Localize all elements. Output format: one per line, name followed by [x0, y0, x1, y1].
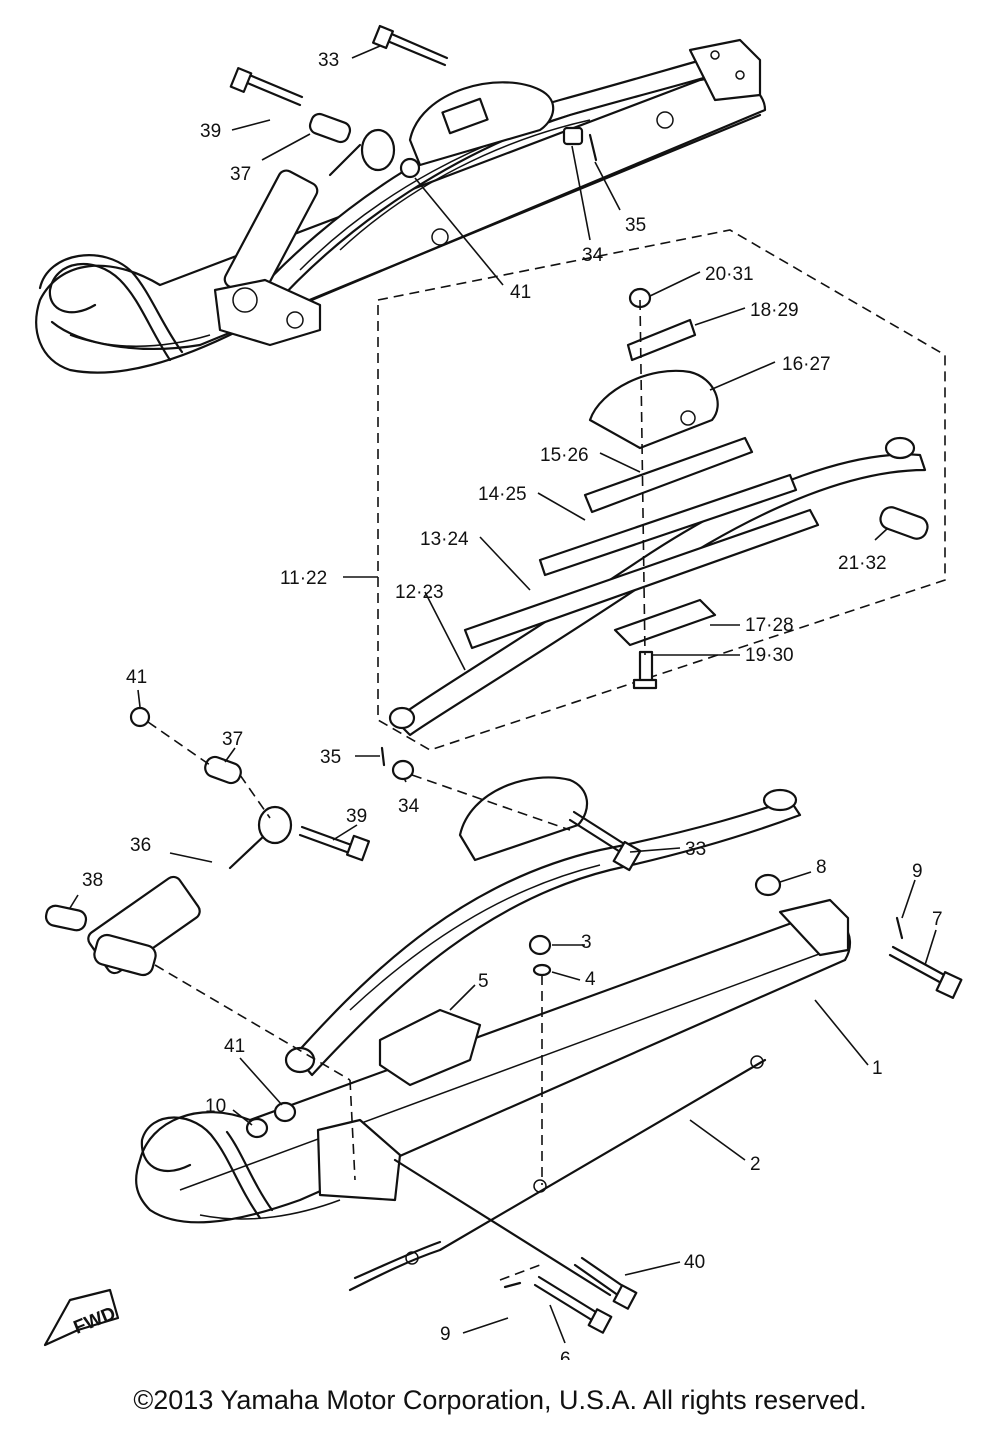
- callout-18-29: 18·29: [750, 300, 799, 321]
- callout-labels: 33 39 37 41 34 35 20·31 18·29 16·27 15·2…: [82, 50, 943, 1360]
- fwd-arrow-icon: FWD: [43, 1288, 120, 1347]
- callout-36: 36: [130, 835, 151, 856]
- callout-21-32: 21·32: [838, 553, 887, 574]
- callout-5: 5: [478, 971, 489, 992]
- callout-33-bottom: 33: [685, 839, 706, 860]
- top-ski-assembly: [35, 24, 767, 374]
- leaf-spring-group: [377, 229, 946, 751]
- callout-2: 2: [750, 1154, 761, 1175]
- callout-37-bottom: 37: [222, 729, 243, 750]
- callout-39-top: 39: [200, 121, 221, 142]
- callout-14-25: 14·25: [478, 484, 527, 505]
- callout-9-upper: 9: [912, 861, 923, 882]
- callout-41-top: 41: [510, 282, 531, 303]
- callout-35-top: 35: [625, 215, 646, 236]
- callout-1: 1: [872, 1058, 883, 1079]
- callout-38: 38: [82, 870, 103, 891]
- callout-39-bottom: 39: [346, 806, 367, 827]
- callout-11-22: 11·22: [280, 568, 327, 589]
- callout-35-bottom: 35: [320, 747, 341, 768]
- callout-20-31: 20·31: [705, 264, 754, 285]
- callout-16-27: 16·27: [782, 354, 831, 375]
- callout-17-28: 17·28: [745, 615, 794, 636]
- leader-lines: [69, 45, 937, 1344]
- callout-6: 6: [560, 1349, 571, 1360]
- callout-8: 8: [816, 857, 827, 878]
- callout-13-24: 13·24: [420, 529, 469, 550]
- callout-34-top: 34: [582, 245, 604, 266]
- callout-40: 40: [684, 1252, 705, 1273]
- callout-34-bottom: 34: [398, 796, 420, 817]
- callout-9-lower: 9: [440, 1324, 451, 1345]
- callout-37-top: 37: [230, 164, 251, 185]
- callout-41-lower: 41: [224, 1036, 245, 1057]
- callout-15-26: 15·26: [540, 445, 589, 466]
- callout-19-30: 19·30: [745, 645, 794, 666]
- bottom-ski-assembly: [44, 706, 963, 1334]
- callout-12-23: 12·23: [395, 582, 444, 603]
- copyright-notice: ©2013 Yamaha Motor Corporation, U.S.A. A…: [133, 1385, 867, 1415]
- callout-7: 7: [932, 909, 943, 930]
- ski-assembly-diagram: FWD: [35, 24, 963, 1360]
- callout-3: 3: [581, 932, 592, 953]
- callout-10: 10: [205, 1096, 226, 1117]
- callout-41-upper: 41: [126, 667, 147, 688]
- callout-33-top: 33: [318, 50, 339, 71]
- callout-4: 4: [585, 969, 596, 990]
